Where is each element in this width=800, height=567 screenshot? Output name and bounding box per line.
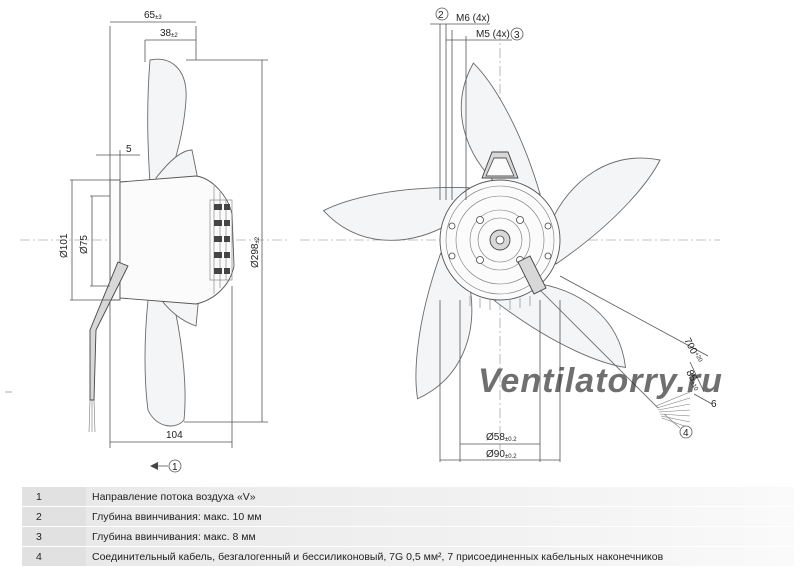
note-number: 4 xyxy=(22,546,86,567)
front-cable xyxy=(517,255,547,295)
note-text: Направление потока воздуха «V» xyxy=(86,487,794,507)
dim-58: Ø58±0.2 xyxy=(486,432,517,443)
side-view: 65±3 38±2 5 Ø101 Ø75 Ø298±2 104 1 xyxy=(5,10,290,473)
label-m6: M6 (4x) xyxy=(456,13,490,24)
notes-table: 1 Направление потока воздуха «V» 2 Глуби… xyxy=(22,487,794,567)
callout-4: 4 xyxy=(683,428,689,439)
table-row: 3 Глубина ввинчивания: макс. 8 мм xyxy=(22,526,794,547)
side-blade-lower xyxy=(144,295,186,427)
dim-90: Ø90±0.2 xyxy=(486,449,517,460)
callout-3: 3 xyxy=(514,30,520,41)
dim-6: 6 xyxy=(711,399,717,410)
front-blades xyxy=(322,62,661,400)
note-number: 3 xyxy=(22,526,86,547)
front-blade xyxy=(322,187,470,241)
watermark: Ventilatorry.ru xyxy=(478,362,723,400)
callout-1: 1 xyxy=(172,462,178,473)
dim-65: 65±3 xyxy=(144,10,162,21)
front-blade xyxy=(415,252,473,400)
note-text: Глубина ввинчивания: макс. 8 мм xyxy=(86,526,794,547)
front-blade xyxy=(549,157,661,265)
label-m5: M5 (4x) xyxy=(476,29,510,40)
dim-298: Ø298±2 xyxy=(250,236,261,268)
note-text: Соединительный кабель, безгалогенный и б… xyxy=(86,546,794,567)
side-motor-housing xyxy=(119,175,235,305)
note-number: 1 xyxy=(22,487,86,507)
note-text: Глубина ввинчивания: макс. 10 мм xyxy=(86,506,794,527)
note-number: 2 xyxy=(22,506,86,527)
dim-104: 104 xyxy=(166,430,183,441)
dim-5: 5 xyxy=(126,144,132,155)
table-row: 1 Направление потока воздуха «V» xyxy=(22,487,794,507)
technical-drawing: 65±3 38±2 5 Ø101 Ø75 Ø298±2 104 1 xyxy=(5,7,723,473)
front-view: 2 M6 (4x) M5 (4x) 3 Ø58±0.2 Ø90±0.2 700+… xyxy=(300,7,720,462)
table-row: 2 Глубина ввинчивания: макс. 10 мм xyxy=(22,506,794,527)
dim-101: Ø101 xyxy=(59,233,70,258)
callout-2: 2 xyxy=(438,10,444,21)
dim-38: 38±2 xyxy=(160,28,178,39)
dim-75: Ø75 xyxy=(79,235,90,254)
table-row: 4 Соединительный кабель, безгалогенный и… xyxy=(22,546,794,567)
front-blade xyxy=(460,62,541,195)
dim-85: 85±10 xyxy=(683,368,703,392)
